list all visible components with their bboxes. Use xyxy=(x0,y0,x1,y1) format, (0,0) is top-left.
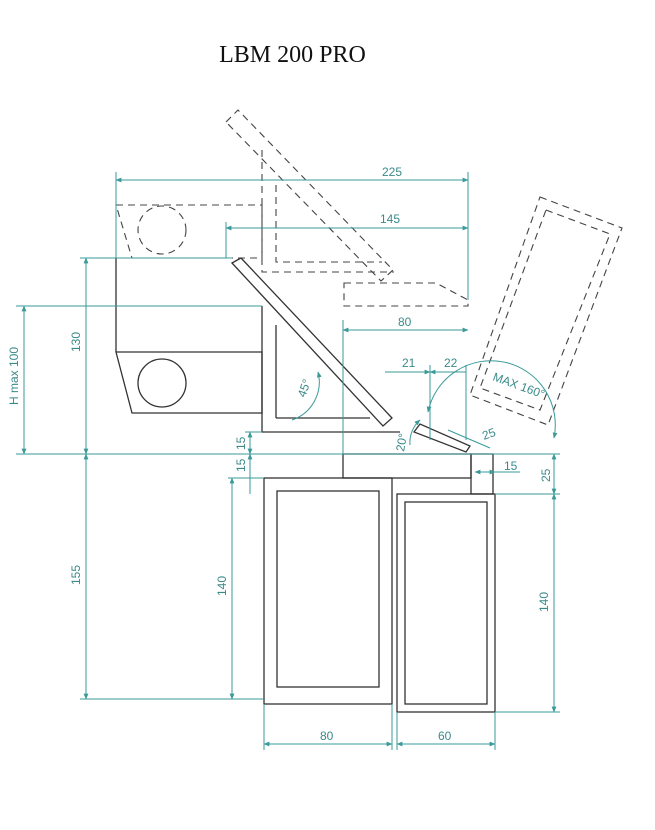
dim-80-bottom: 80 xyxy=(320,729,334,743)
dim-15-b: 15 xyxy=(234,458,248,472)
dim-60: 60 xyxy=(438,729,452,743)
vise-block xyxy=(342,453,472,479)
alternate-positions xyxy=(115,109,623,426)
dim-140-right: 140 xyxy=(537,592,551,612)
dim-21: 21 xyxy=(402,356,416,370)
angle-45: 45° xyxy=(295,377,314,399)
dim-25-a: 25 xyxy=(480,425,498,443)
dim-80-top: 80 xyxy=(398,315,412,329)
dim-140-left: 140 xyxy=(215,576,229,596)
dimension-labels: 225 145 80 21 22 MAX 160° 25 15 25 130 H… xyxy=(7,165,553,743)
dim-25-right: 25 xyxy=(539,468,553,482)
dim-22: 22 xyxy=(444,356,458,370)
arm xyxy=(230,257,393,427)
right-stand xyxy=(396,493,496,713)
dim-max-angle: MAX 160° xyxy=(491,370,547,402)
left-stand xyxy=(263,477,393,705)
dim-225: 225 xyxy=(382,165,402,179)
dim-130: 130 xyxy=(69,332,83,352)
dim-155: 155 xyxy=(69,565,83,585)
dim-145: 145 xyxy=(380,212,400,226)
angle-20: 20° xyxy=(393,432,410,452)
dim-h-max: H max 100 xyxy=(7,347,21,405)
dimension-lines xyxy=(16,172,560,750)
page-title: LBM 200 PRO xyxy=(219,42,366,68)
motor-circle xyxy=(137,358,187,408)
dim-15-a: 15 xyxy=(234,436,248,450)
machine-outline xyxy=(115,257,496,713)
dim-15-right: 15 xyxy=(504,459,518,473)
